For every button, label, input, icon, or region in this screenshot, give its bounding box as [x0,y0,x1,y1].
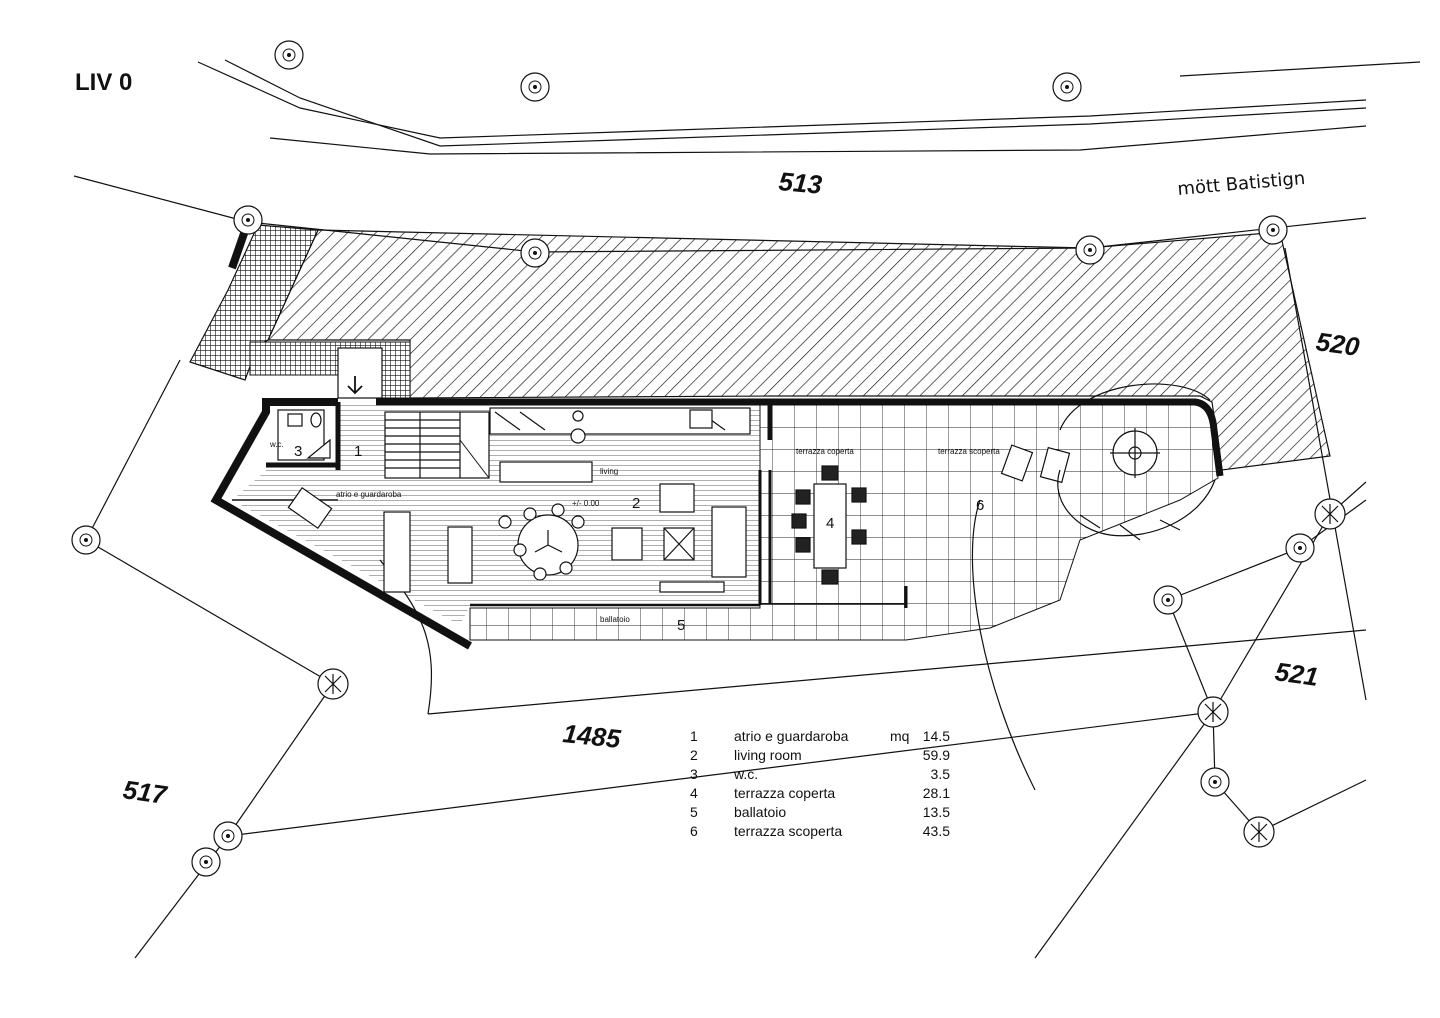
legend-num: 4 [690,785,698,801]
parcel-521: 521 [1273,656,1320,692]
parcel-517: 517 [121,774,170,810]
legend-row: 1 atrio e guardaroba mq 14.5 [690,727,960,746]
hatched-terrain [267,229,1331,471]
parcel-boundaries [73,175,1367,959]
legend-name: terrazza coperta [734,785,836,801]
legend-row: 2 living room 59.9 [690,746,960,765]
legend-row: 4 terrazza coperta 28.1 [690,784,960,803]
legend-area: 43.5 [922,823,950,839]
room-number-5: 5 [677,617,685,634]
legend-row: 3 w.c. 3.5 [690,765,960,784]
mesh-entry [249,341,411,399]
legend-area: 28.1 [922,785,950,801]
legend-num: 6 [690,823,698,839]
interior-stair [384,411,490,479]
parcel-1485: 1485 [561,718,622,754]
legend-area: 3.5 [930,766,950,782]
room-number-4: 4 [826,515,834,532]
legend-num: 3 [690,766,698,782]
legend-name: living room [734,747,802,763]
legend-name: terrazza scoperta [734,823,843,839]
legend-area: 13.5 [922,804,950,820]
room-label-terrazza-coperta: terrazza coperta [796,447,854,456]
legend-row: 5 ballatoio 13.5 [690,803,960,822]
legend-name: w.c. [734,766,759,782]
legend-area: 59.9 [922,747,950,763]
street-name: mött Batistign [1177,168,1306,200]
room-number-2: 2 [632,495,640,512]
room-label-living: living [600,467,618,476]
legend-num: 2 [690,747,698,763]
terrace-dining [760,465,908,608]
entry-stair [337,347,383,399]
legend-name: ballatoio [734,804,787,820]
area-legend: 1 atrio e guardaroba mq 14.5 2 living ro… [690,727,960,841]
level-mark: +/- 0.00 [572,499,600,508]
open-terrace-details [971,383,1216,791]
level-title: LIV 0 [75,69,132,96]
kitchen [489,407,751,483]
entry-arrow-icon [347,376,363,395]
room-number-1: 1 [354,443,362,460]
legend-area: 14.5 [922,728,950,744]
room-label-ballatoio: ballatoio [600,615,630,624]
legend-unit: mq [890,728,910,744]
parcel-513: 513 [777,166,823,200]
room-number-6: 6 [976,497,984,514]
room-label-terrazza-scoperta: terrazza scoperta [938,447,1000,456]
legend-num: 5 [690,804,698,820]
room-label-wc: w.c. [269,440,284,449]
interior-floor [232,405,760,625]
road-lines [197,59,1421,155]
legend-name: atrio e guardaroba [734,728,849,744]
room-label-atrio: atrio e guardaroba [336,490,402,499]
living-furniture [287,483,747,593]
legend-num: 1 [690,728,698,744]
parcel-520: 520 [1314,326,1362,362]
legend-row: 6 terrazza scoperta 43.5 [690,822,960,841]
wc-fixtures [277,409,331,461]
building-walls [210,398,1224,650]
room-number-3: 3 [294,443,302,460]
